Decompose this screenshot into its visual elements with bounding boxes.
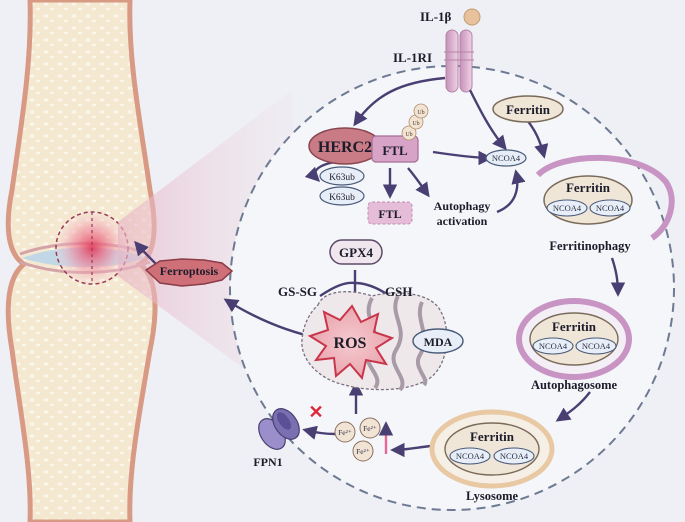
herc2-label: HERC2: [318, 139, 372, 156]
lysosome: Ferritin NCOA4 NCOA4: [429, 409, 555, 489]
autophagosome-label: Autophagosome: [531, 378, 618, 392]
ferritin-label-top: Ferritin: [506, 102, 551, 117]
ub-label-2: Ub: [412, 121, 419, 127]
ferritin-label-c1: Ferritin: [566, 180, 611, 195]
k63ub-label-2: K63ub: [329, 193, 355, 203]
arrow-ftl-autophagy: [407, 167, 430, 198]
ncoa4-label-c3a: NCOA4: [456, 451, 485, 461]
gpx4-node: [329, 239, 383, 265]
il1b-ligand: [463, 8, 481, 26]
autophagy-label-1: Autophagy: [434, 199, 491, 213]
ferritinophagy-complex: Ferritin NCOA4 NCOA4: [535, 154, 675, 241]
fpn1-channel: [258, 408, 300, 450]
arrow-ferritinophagy: [610, 257, 626, 297]
gs-sg-label: GS-SG: [278, 284, 317, 299]
mda-label: MDA: [424, 335, 453, 349]
lysosome-label: Lysosome: [466, 489, 519, 503]
arrow-lysosome-fe: [390, 442, 431, 458]
ub-label-1: Ub: [405, 132, 412, 138]
ros-node: [307, 304, 395, 381]
arrow-autophagy-ncoa4: [496, 169, 526, 214]
ncoa4-label-c2a: NCOA4: [539, 341, 568, 351]
autophagosome: Ferritin NCOA4 NCOA4: [516, 298, 632, 380]
mda-node: [412, 328, 464, 354]
ftl-degraded-label: FTL: [378, 207, 401, 221]
ferroptosis-label: Ferroptosis: [160, 264, 219, 278]
ncoa4-node-free: [485, 149, 527, 167]
gsh-label: GSH: [385, 284, 412, 299]
ncoa4-label-free: NCOA4: [492, 153, 521, 163]
ferritinophagy-label: Ferritinophagy: [549, 239, 631, 253]
k63ub-node-2: [319, 186, 365, 206]
arrow-receptor-ncoa4: [468, 89, 507, 151]
ncoa4-label-c2b: NCOA4: [582, 341, 611, 351]
block-mark: ✕: [308, 402, 323, 422]
ncoa4-label-c1a: NCOA4: [553, 203, 582, 213]
ub-label-3: Ub: [417, 110, 424, 116]
arrow-fe-fpn1: [302, 425, 336, 440]
arrow-autophagosome-lysosome: [555, 391, 591, 422]
fe2-label-b: Fe²⁺: [363, 424, 377, 433]
fe2-label-a: Fe²⁺: [338, 428, 352, 437]
autophagy-label-2: activation: [437, 214, 488, 228]
ncoa4-label-c1b: NCOA4: [596, 203, 625, 213]
il1ri-label: IL-1RI: [393, 50, 432, 65]
il1b-label: IL-1β: [420, 9, 452, 24]
ftl-label: FTL: [382, 143, 408, 158]
arc-gs-sg: [319, 281, 356, 297]
ncoa4-label-c3b: NCOA4: [500, 451, 529, 461]
gpx4-label: GPX4: [339, 245, 373, 260]
ftl-node: [371, 135, 419, 163]
ferritin-node-top: [492, 95, 564, 123]
ftl-degraded-node: [367, 201, 413, 225]
k63ub-label-1: K63ub: [329, 173, 355, 183]
ferritin-label-c2: Ferritin: [552, 319, 597, 334]
il1-receptor: [444, 8, 481, 93]
ferritin-label-c3: Ferritin: [470, 429, 515, 444]
fpn1-label: FPN1: [253, 455, 282, 469]
fe2-label-c: Fe²⁺: [356, 447, 370, 456]
k63ub-node-1: [319, 166, 365, 186]
arrow-receptor-herc2: [353, 76, 446, 127]
ros-label: ROS: [334, 335, 367, 352]
ferroptosis-node: [144, 258, 234, 287]
